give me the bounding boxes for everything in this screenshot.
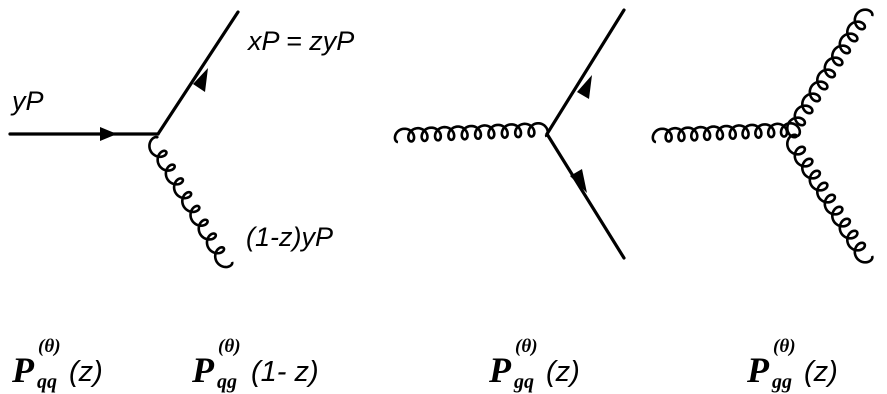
splitting-function-pqg: P (θ) qg (1- z) <box>191 336 319 393</box>
outgoing-quark-line-up <box>545 8 626 136</box>
superscript: (θ) <box>515 336 538 357</box>
diagram-q-to-qg: yP xP = zyP (1-z)yP <box>8 10 354 269</box>
incoming-momentum-label: yP <box>10 86 44 116</box>
diagram-g-to-gg <box>651 8 874 264</box>
outgoing-quark-momentum-label: xP = zyP <box>246 26 354 56</box>
splitting-function-pgg: P (θ) gg (z) <box>746 336 838 393</box>
argument: (z) <box>69 356 103 388</box>
symbol: P <box>746 350 770 390</box>
subscript: gg <box>771 371 792 393</box>
subscript: qq <box>37 371 57 393</box>
superscript: (θ) <box>38 336 61 357</box>
outgoing-antiquark-line-down <box>545 132 626 260</box>
outgoing-antiquark-arrow-down <box>570 169 587 193</box>
superscript: (θ) <box>773 336 796 357</box>
subscript: qg <box>217 371 237 393</box>
argument: (1- z) <box>251 356 319 388</box>
incoming-quark-arrow <box>100 127 117 141</box>
incoming-gluon-coil <box>651 121 802 144</box>
superscript: (θ) <box>218 336 241 357</box>
outgoing-quark-arrow <box>193 68 208 92</box>
symbol: P <box>488 350 512 390</box>
outgoing-quark-arrow-up <box>577 75 592 99</box>
symbol: P <box>11 350 35 390</box>
diagram-g-to-qq <box>393 8 626 260</box>
argument: (z) <box>804 356 838 388</box>
argument: (z) <box>546 356 580 388</box>
splitting-function-pqq: P (θ) qq (z) <box>11 336 103 393</box>
symbol: P <box>191 350 215 390</box>
outgoing-gluon-momentum-label: (1-z)yP <box>246 222 333 252</box>
subscript: gq <box>513 371 534 393</box>
outgoing-gluon-coil <box>148 135 234 269</box>
outgoing-gluon-coil-up <box>785 8 874 139</box>
outgoing-gluon-coil-down <box>785 133 874 264</box>
outgoing-quark-line <box>156 10 240 136</box>
splitting-function-pgq: P (θ) gq (z) <box>488 336 580 393</box>
incoming-gluon-coil <box>393 121 550 144</box>
